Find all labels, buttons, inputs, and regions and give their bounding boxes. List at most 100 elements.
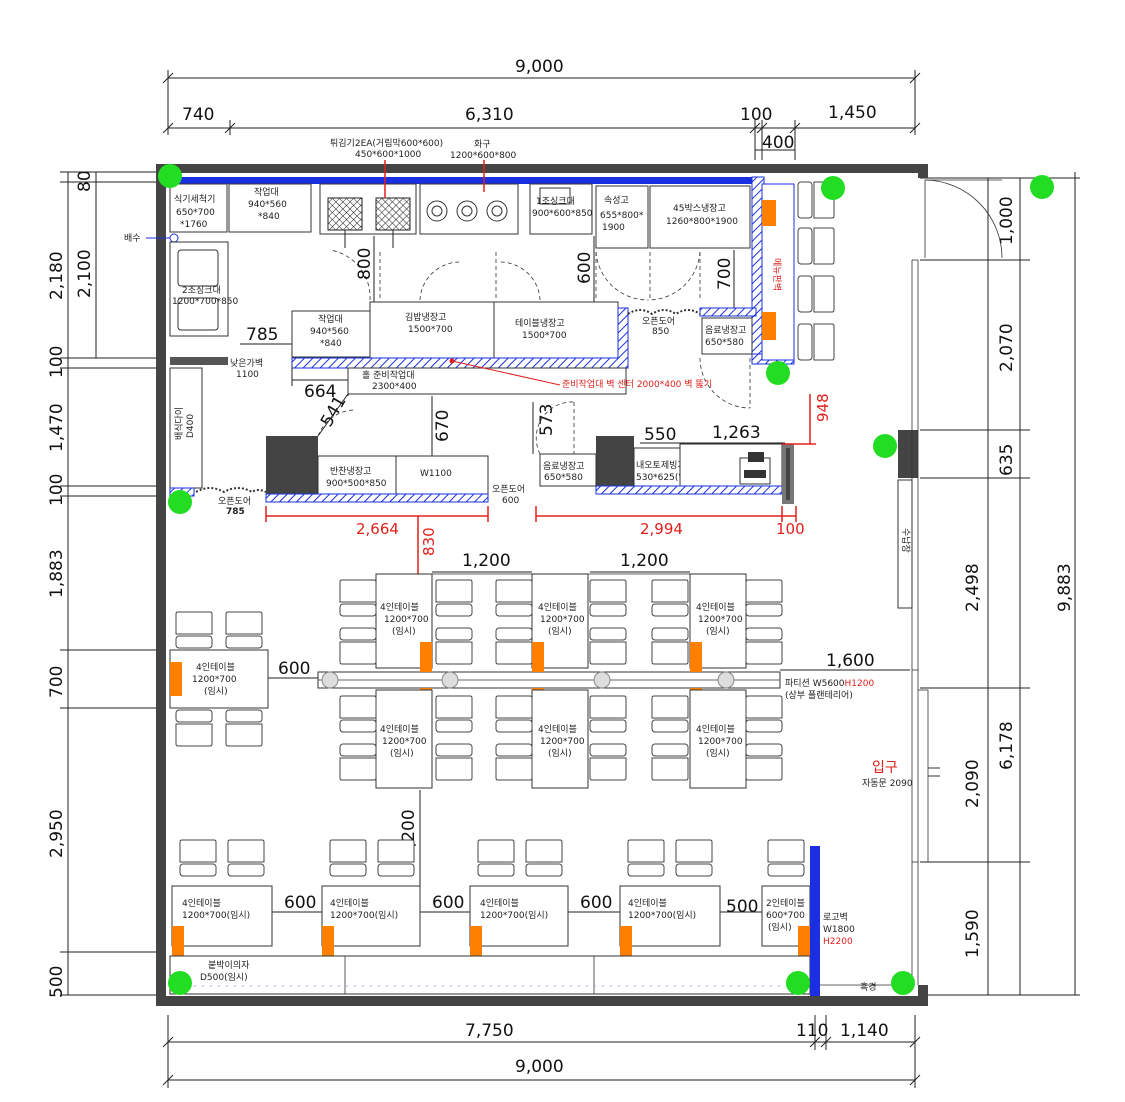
dim-left-2180: 2,180 (47, 251, 67, 300)
dim-bottom-7750: 7,750 (465, 1021, 514, 1041)
table-u1-size: 1200*700 (384, 615, 429, 625)
banchan-fridge: 반찬냉장고 900*500*850 (317, 455, 397, 495)
built-in-bench: 붙박이의자 D500(임시) (169, 955, 811, 995)
partition-note: (상부 플랜테리어) (785, 690, 853, 701)
kimbap-fridge-size: 1500*700 (408, 325, 453, 335)
logo-wall (810, 846, 820, 996)
left-dimensions (60, 171, 160, 996)
dishwasher: 식기세척기 650*700 *1760 (169, 183, 228, 233)
quick-fridge-label: 속성고 (604, 195, 629, 206)
dim-right-635: 635 (997, 444, 1017, 476)
drink-fridge-1: 음료냉장고 650*580 (701, 317, 753, 355)
dim-left-500: 500 (47, 966, 67, 998)
sink-1-size: 900*600*850 (532, 209, 593, 219)
stove (419, 160, 519, 235)
low-wall-size: 1100 (236, 370, 259, 380)
red-dim-948: 948 (814, 393, 832, 422)
table-fridge: 테이블냉장고 1500*700 (493, 301, 619, 359)
dim-right-9883: 9,883 (1055, 563, 1075, 612)
quick-fridge-size2: 1900 (602, 223, 625, 233)
dishwasher-size2: *1760 (180, 220, 208, 230)
banchan-size: 900*500*850 (326, 479, 387, 489)
table-l1-size: 1200*700 (382, 737, 427, 747)
logo-wall-label: 로고벽 (823, 912, 848, 923)
table-left-label: 4인테이블 (196, 662, 235, 673)
stove-size: 1200*600*800 (450, 151, 517, 161)
partition-label: 파티션 W5600H1200 (785, 678, 874, 689)
table-b2-label: 4인테이블 (330, 898, 369, 909)
logo-wall-width: W1800 (823, 925, 855, 935)
table-l3-temp: (임시) (706, 747, 730, 759)
dim-550: 550 (644, 425, 676, 445)
table-labels-upper: 4인테이블 1200*700 (임시) 4인테이블 1200*700 (임시) … (380, 602, 743, 637)
table-b1-size: 1200*700(임시) (182, 909, 250, 921)
storage-label: 수납장 (900, 528, 911, 553)
dim-700-kitchen: 700 (715, 258, 735, 290)
dim-1200-a: 1,200 (462, 551, 511, 571)
table-u1-temp: (임시) (392, 625, 416, 637)
counter-half-wall (595, 485, 783, 495)
bench-label: 붙박이의자 (208, 960, 250, 971)
dim-800: 800 (355, 248, 375, 280)
partition-width: 파티션 W5600 (785, 678, 845, 689)
table-left-temp: (임시) (204, 685, 228, 697)
hall-prep-label: 홀 준비작업대 (362, 369, 415, 381)
dim-bottom-110: 110 (796, 1021, 828, 1041)
table-u3-size: 1200*700 (698, 615, 743, 625)
table-b5-size: 600*700 (766, 911, 805, 921)
drink-fridge-1-size: 650*580 (705, 338, 744, 348)
banchan-label: 반찬냉장고 (330, 466, 371, 477)
dim-top-1450: 1,450 (828, 103, 877, 123)
quick-fridge-size1: 655*800* (600, 211, 644, 221)
drink-fridge-2-label: 음료냉장고 (543, 461, 584, 472)
prep-half-wall (265, 493, 489, 503)
worktable-top-size2: *840 (258, 212, 280, 222)
dim-664: 664 (304, 382, 336, 402)
dim-right-2498: 2,498 (963, 563, 983, 612)
table-u3-label: 4인테이블 (696, 602, 735, 613)
worktable-middle-label: 작업대 (318, 314, 343, 325)
dim-left-100a: 100 (47, 346, 67, 378)
dishwasher-size1: 650*700 (176, 208, 215, 218)
table-u3-temp: (임시) (706, 625, 730, 637)
table-l2-size: 1200*700 (540, 737, 585, 747)
storage-cabinet: 수납장 (897, 479, 913, 609)
table-l2-label: 4인테이블 (538, 724, 577, 735)
dim-left-100b: 100 (47, 474, 67, 506)
table-left-size: 1200*700 (192, 675, 237, 685)
counter-side-post-2 (786, 448, 790, 500)
bottom-table-labels: 4인테이블 1200*700(임시) 4인테이블 1200*700(임시) 4인… (182, 898, 805, 933)
table-b2-size: 1200*700(임시) (330, 909, 398, 921)
menu-board-label: 메뉴판벽 (771, 258, 782, 291)
sink-1: 1조싱크대 900*600*850 (529, 183, 593, 235)
dim-right-2070: 2,070 (997, 323, 1017, 372)
bench-depth: D500(임시) (200, 971, 248, 983)
dim-top-100: 100 (740, 105, 772, 125)
dim-1600: 1,600 (826, 651, 875, 671)
table-l3-size: 1200*700 (698, 737, 743, 747)
drain-label: 배수 (124, 233, 141, 244)
dim-600-kitchen: 600 (575, 252, 595, 284)
sink-1-label: 1조싱크대 (536, 196, 575, 207)
opendoor-850-label: 오픈도어 (642, 316, 675, 327)
low-wall-label: 낮은가벽 (230, 358, 263, 369)
right-dimensions (920, 172, 1080, 996)
table-b5-label: 2인테이블 (766, 898, 805, 909)
table-b3-size: 1200*700(임시) (480, 909, 548, 921)
bottom-dimensions (162, 1015, 921, 1088)
w1100-label: W1100 (420, 469, 452, 479)
drink-fridge-2: 음료냉장고 650*580 (539, 453, 597, 487)
dim-600-d: 600 (432, 893, 464, 913)
w1100-counter: W1100 (395, 455, 489, 495)
dim-670: 670 (433, 410, 453, 442)
low-wall (170, 357, 228, 365)
fryer-size: 450*600*1000 (355, 150, 422, 160)
red-dimension-lines (265, 394, 816, 576)
dim-600-dining: 600 (278, 659, 310, 679)
door-top-right (924, 179, 1003, 259)
dim-573: 573 (537, 404, 557, 436)
table-l2-temp: (임시) (548, 747, 572, 759)
fryers (319, 160, 417, 248)
red-dim-2994: 2,994 (640, 520, 683, 538)
table-group-lower (375, 689, 747, 789)
